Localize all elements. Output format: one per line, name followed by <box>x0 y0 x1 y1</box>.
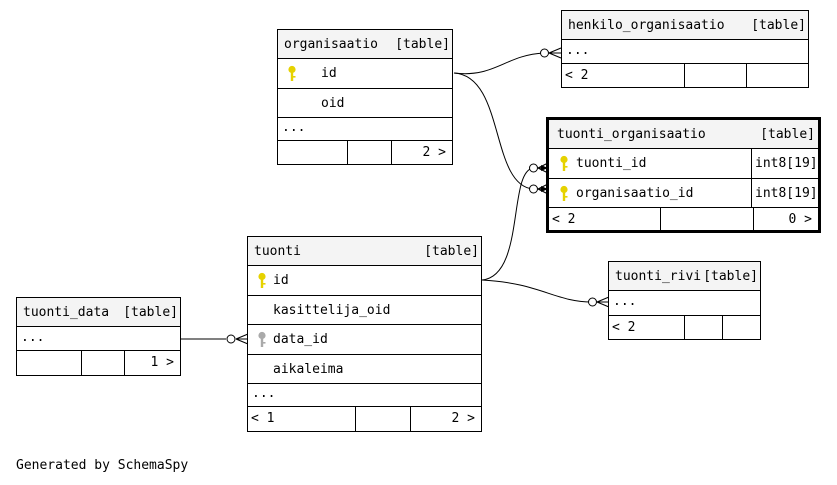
table-kind: [table] <box>395 37 450 52</box>
key-icon <box>560 185 568 201</box>
more-columns-row: ... <box>248 384 481 407</box>
table-header: tuonti [table] <box>248 237 481 266</box>
parents-count[interactable]: < 2 <box>565 68 589 83</box>
column-name: organisaatio_id <box>576 185 694 201</box>
more-columns: ... <box>252 386 276 401</box>
column-row: id <box>278 59 452 89</box>
table-header: organisaatio [table] <box>278 30 452 59</box>
column-name: data_id <box>273 332 328 347</box>
table-kind: [table] <box>760 127 815 142</box>
column-name: tuonti_id <box>576 156 647 171</box>
generated-by-label: Generated by SchemaSpy <box>16 458 189 473</box>
edge-organisaatio-henkilo-organisaatio <box>453 52 545 75</box>
column-name: aikaleima <box>273 361 344 377</box>
parents-count[interactable]: < 1 <box>251 411 275 426</box>
column-row: tuonti_id int8[19] <box>549 149 818 179</box>
column-name: id <box>273 273 289 288</box>
table-header: tuonti_data [table] <box>17 298 180 327</box>
column-row: id <box>248 266 481 296</box>
more-columns-row: ... <box>278 118 452 141</box>
table-header: henkilo_organisaatio [table] <box>562 11 808 40</box>
column-name: kasittelija_oid <box>273 302 391 318</box>
children-count[interactable]: 1 > <box>150 355 174 370</box>
table-name: tuonti <box>254 244 301 259</box>
table-footer: 1 > <box>17 351 180 375</box>
table-footer: < 2 0 > <box>549 208 818 232</box>
column-row: organisaatio_id int8[19] <box>549 178 818 208</box>
children-count[interactable]: 2 > <box>451 411 475 426</box>
column-row: data_id <box>248 325 481 355</box>
parents-count[interactable]: < 2 <box>552 212 576 227</box>
key-icon <box>258 331 266 347</box>
table-tuonti-data[interactable]: tuonti_data [table] ... 1 > <box>16 297 181 376</box>
table-kind: [table] <box>703 269 758 284</box>
key-icon <box>560 155 568 171</box>
edge-organisaatio-tuonti-organisaatio <box>453 72 534 190</box>
more-columns-row: ... <box>562 40 808 64</box>
table-name: henkilo_organisaatio <box>568 18 725 33</box>
column-row: kasittelija_oid <box>248 296 481 325</box>
table-name: organisaatio <box>284 37 378 52</box>
parents-count[interactable]: < 2 <box>612 320 636 335</box>
table-kind: [table] <box>123 305 178 320</box>
table-name: tuonti_organisaatio <box>557 127 706 142</box>
table-footer: < 1 2 > <box>248 407 481 431</box>
more-columns-row: ... <box>609 291 760 316</box>
table-tuonti-rivi[interactable]: tuonti_rivi [table] ... < 2 <box>608 261 761 340</box>
table-header: tuonti_rivi [table] <box>609 262 760 291</box>
children-count[interactable]: 2 > <box>422 145 446 160</box>
edge-tuonti-tuonti-rivi <box>481 279 593 303</box>
table-name: tuonti_data <box>23 305 110 320</box>
edge-tuonti-tuonti-organisaatio <box>481 167 534 281</box>
table-tuonti[interactable]: tuonti [table] id kasittelija_oid data_i… <box>247 236 482 432</box>
table-footer: 2 > <box>278 141 452 165</box>
more-columns: ... <box>282 120 306 135</box>
more-columns: ... <box>613 294 637 309</box>
column-type: int8[19] <box>751 178 818 207</box>
column-row: aikaleima <box>248 355 481 384</box>
table-header: tuonti_organisaatio [table] <box>549 120 818 149</box>
key-icon <box>258 272 266 288</box>
table-henkilo-organisaatio[interactable]: henkilo_organisaatio [table] ... < 2 <box>561 10 809 88</box>
column-row: oid <box>278 89 452 118</box>
more-columns: ... <box>21 330 45 345</box>
table-footer: < 2 <box>562 64 808 88</box>
more-columns-row: ... <box>17 327 180 351</box>
column-name: id <box>321 66 337 81</box>
table-footer: < 2 <box>609 316 760 340</box>
column-name: oid <box>321 95 345 111</box>
table-tuonti-organisaatio[interactable]: tuonti_organisaatio [table] tuonti_id in… <box>546 117 821 233</box>
table-kind: [table] <box>424 244 479 259</box>
more-columns: ... <box>566 43 590 58</box>
table-kind: [table] <box>751 18 806 33</box>
children-count[interactable]: 0 > <box>788 212 812 227</box>
column-type: int8[19] <box>751 149 818 178</box>
table-name: tuonti_rivi <box>615 269 702 284</box>
table-organisaatio[interactable]: organisaatio [table] id oid ... 2 > <box>277 29 453 165</box>
key-icon <box>288 65 296 81</box>
